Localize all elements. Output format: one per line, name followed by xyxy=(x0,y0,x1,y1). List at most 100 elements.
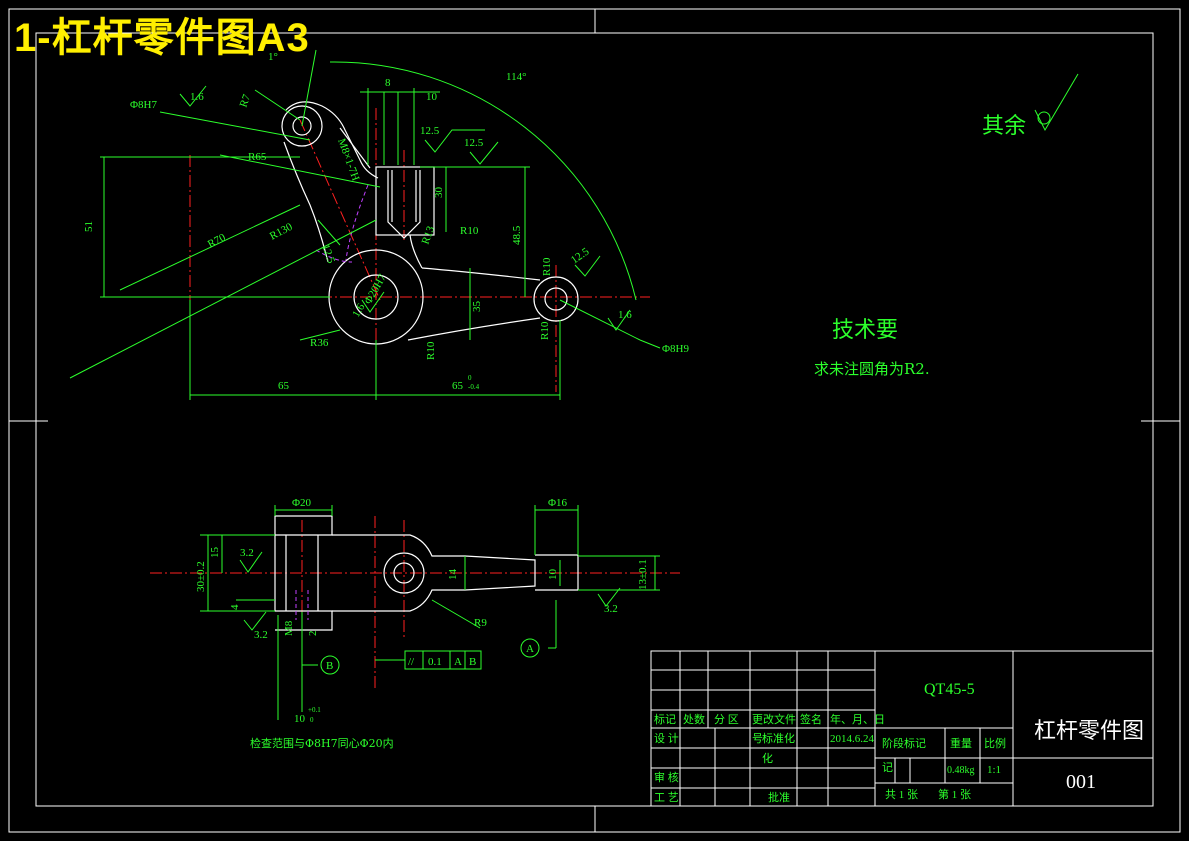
dim-r10b: R10 xyxy=(541,257,553,276)
dim-rough-32a: 3.2 xyxy=(240,547,254,559)
front-dimensions xyxy=(69,49,661,400)
fcf-datum-a: A xyxy=(454,656,462,668)
dim-rough-32b: 3.2 xyxy=(254,629,268,641)
dim-hole-right: Φ8H9 xyxy=(662,343,689,355)
dim-r10a: R10 xyxy=(460,225,479,237)
tb-hua: 化 xyxy=(762,751,773,765)
front-hidden xyxy=(315,184,369,263)
dim-r65: R65 xyxy=(248,151,267,163)
dim-d30: 30 xyxy=(433,187,445,199)
dim-d485: 48.5 xyxy=(511,225,523,245)
fcf-symbol: // xyxy=(408,656,415,668)
tb-process: 工 艺 xyxy=(654,791,679,804)
side-hidden xyxy=(295,590,309,620)
dim-d8: 8 xyxy=(385,77,391,89)
title-block: 标记 处数 分 区 更改文件 签名 年、月、日 设 计 号 标准化 2014.6… xyxy=(650,650,1154,807)
rev-header-doc: 更改文件 xyxy=(752,712,796,726)
dim-rough-right: 1.6 xyxy=(618,309,632,321)
dim-d65-right: 65 xyxy=(452,380,464,392)
tb-std-num: 号 xyxy=(752,732,763,745)
front-labels: Φ8H7 1.6 R7 1° 8 10 12.5 12.5 114° R65 5… xyxy=(83,51,689,392)
rev-header-sign: 签名 xyxy=(800,712,822,726)
dim-angle-small: 1° xyxy=(268,51,278,63)
surface-finish-rest: 其余 xyxy=(982,114,1027,139)
dim-rough-32c: 3.2 xyxy=(604,603,618,615)
rev-header-date: 年、月、日 xyxy=(830,712,885,726)
tb-scale: 1:1 xyxy=(987,764,1001,776)
dim-tol-right2: -0.4 xyxy=(468,383,480,391)
dim-tol-10-lower: 0 xyxy=(310,716,314,724)
tb-part-name: 杠杆零件图 xyxy=(1034,719,1144,744)
dim-d20: Φ20 xyxy=(292,497,312,509)
sheet-border xyxy=(8,8,1181,833)
dim-rough-125b: 12.5 xyxy=(464,137,484,149)
dim-d16: Φ16 xyxy=(548,497,568,509)
dim-thread: M8×1-7H xyxy=(335,137,361,183)
title-block-grid xyxy=(650,650,1154,807)
dim-d15: 15 xyxy=(209,547,221,559)
dim-angle: 114° xyxy=(506,71,527,83)
fcf-datum-b: B xyxy=(469,656,476,668)
side-outline xyxy=(274,515,579,631)
dim-rough-125d: 12.5 xyxy=(569,245,592,266)
side-view: Φ20 Φ16 15 30±0.2 3.2 4 3.2 M8 2 14 10 1… xyxy=(150,497,680,725)
tb-material: QT45-5 xyxy=(924,681,975,698)
tb-approve: 批准 xyxy=(768,790,790,804)
dim-d51: 51 xyxy=(83,221,95,232)
dim-d10: 10 xyxy=(547,569,559,581)
tb-total-sheets: 共 1 张 xyxy=(885,788,918,801)
dim-r9: R9 xyxy=(474,617,487,629)
dim-d2: 2 xyxy=(307,631,319,637)
tb-drawing-no: 001 xyxy=(1066,771,1096,793)
dim-d4: 4 xyxy=(229,604,241,610)
dim-rough-top: 1.6 xyxy=(190,91,204,103)
dim-hole-top: Φ8H7 xyxy=(130,99,157,111)
dim-r7: R7 xyxy=(238,92,254,109)
side-datum-symbols xyxy=(320,638,540,675)
technical-requirements-note: 求未注圆角为R2. xyxy=(814,360,930,378)
tb-design: 设 计 xyxy=(654,732,679,745)
dim-d35: 35 xyxy=(471,301,483,313)
dim-r10c: R10 xyxy=(539,321,551,340)
title-block-labels: 标记 处数 分 区 更改文件 签名 年、月、日 设 计 号 标准化 2014.6… xyxy=(654,681,1006,804)
dim-m8: M8 xyxy=(283,620,295,636)
tb-ji: 记 xyxy=(882,761,893,774)
dim-d30tol: 30±0.2 xyxy=(195,561,207,592)
tb-standardize: 标准化 xyxy=(762,731,795,745)
check-range-note: 检查范围与Φ8H7同心Φ20内 xyxy=(250,737,394,750)
dim-r10d: R10 xyxy=(425,341,437,360)
dim-r13: R13 xyxy=(420,224,438,246)
tb-sheet-no: 第 1 张 xyxy=(938,787,971,801)
front-roughness-symbols xyxy=(179,73,1079,331)
side-dimensions xyxy=(200,505,660,720)
fcf-value: 0.1 xyxy=(428,656,442,668)
rev-header-count: 处数 xyxy=(683,713,705,726)
tb-weight: 0.48kg xyxy=(947,765,975,776)
dim-rough-125a: 12.5 xyxy=(420,125,440,137)
dim-tol-10-upper: +0.1 xyxy=(308,706,321,714)
tb-review: 审 核 xyxy=(654,770,679,784)
tb-scale-label: 比例 xyxy=(984,736,1006,750)
dim-tol-right: 0 xyxy=(468,374,472,382)
technical-requirements-heading: 技术要 xyxy=(832,318,899,343)
tb-date: 2014.6.24 xyxy=(830,733,875,745)
dim-tol-10: 10 xyxy=(294,713,306,725)
rev-header-zone: 分 区 xyxy=(714,713,739,726)
page-title: 1-杠杆零件图A3 xyxy=(14,16,310,60)
dim-r36: R36 xyxy=(310,337,329,349)
front-outline xyxy=(281,101,579,345)
dim-d131: 13±0.1 xyxy=(637,559,649,590)
dim-r130: R130 xyxy=(268,221,295,243)
dim-rough-125c: 12.5 xyxy=(319,243,337,266)
dim-d10: 10 xyxy=(426,91,438,103)
datum-b: B xyxy=(326,660,333,672)
side-labels: Φ20 Φ16 15 30±0.2 3.2 4 3.2 M8 2 14 10 1… xyxy=(195,497,649,725)
side-roughness-symbols xyxy=(239,551,621,631)
tb-stage: 阶段标记 xyxy=(882,736,926,750)
dim-r70: R70 xyxy=(206,231,228,250)
dim-d65-left: 65 xyxy=(278,380,290,392)
front-view: Φ8H7 1.6 R7 1° 8 10 12.5 12.5 114° R65 5… xyxy=(69,49,1079,400)
dim-d14: 14 xyxy=(447,569,459,581)
datum-a: A xyxy=(526,643,534,655)
